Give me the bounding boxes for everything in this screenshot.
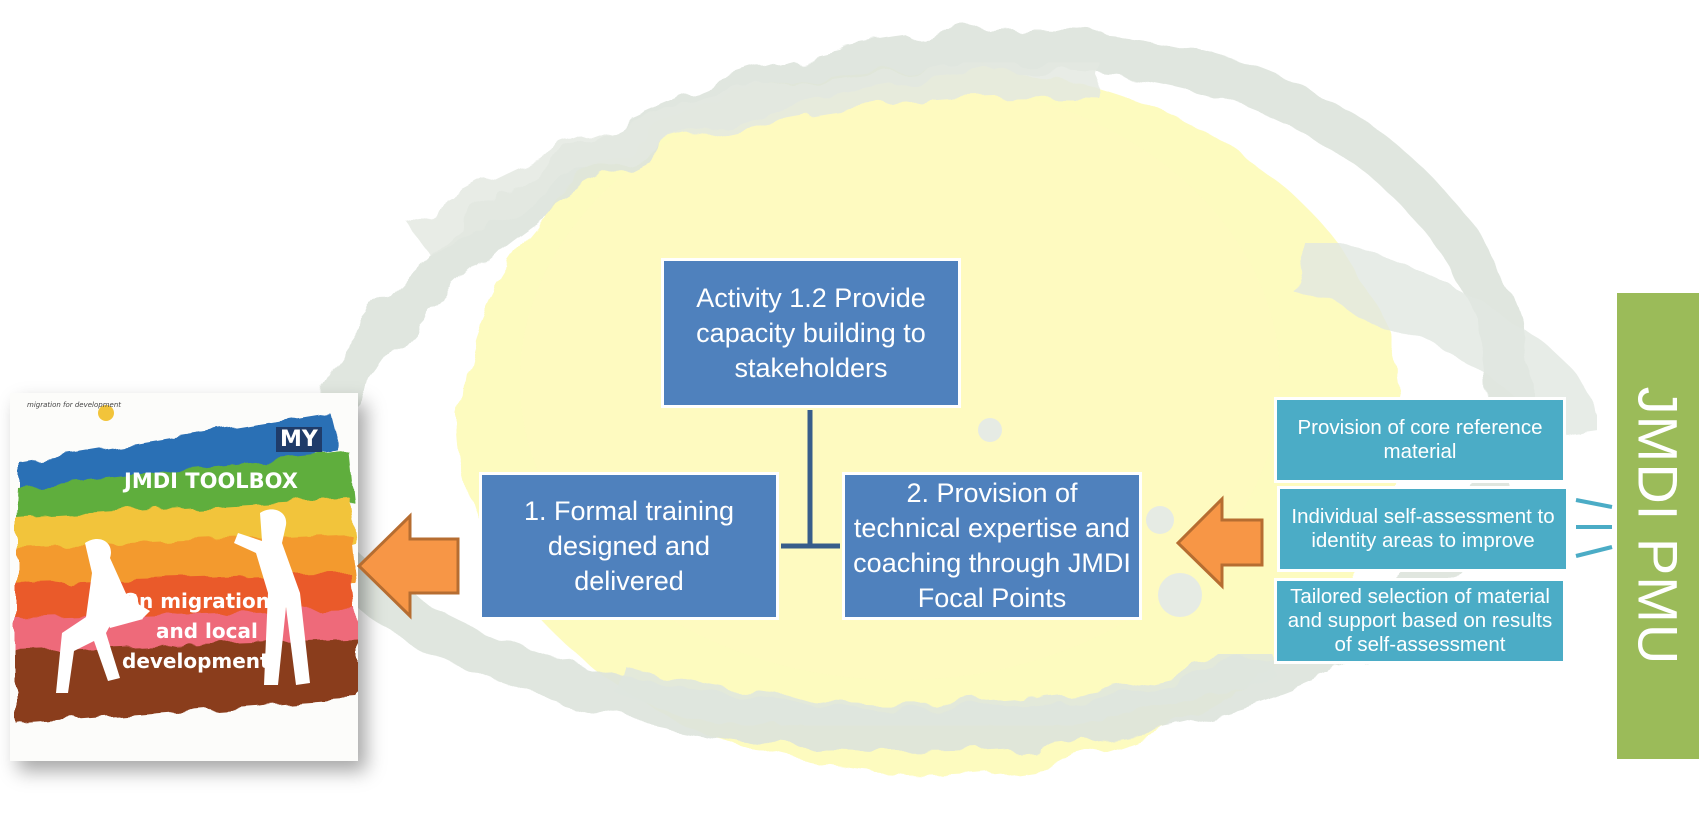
formal-training-box: 1. Formal training designed and delivere… — [479, 472, 779, 620]
book-cover-artwork — [10, 393, 358, 761]
book-title: JMDI TOOLBOX — [124, 469, 298, 493]
book-subtitle-line-2: and local — [156, 619, 258, 643]
support-item-self-assessment: Individual self-assessment to identity a… — [1277, 486, 1569, 572]
book-subtitle-line-1: On migration — [122, 589, 270, 613]
book-publisher-label: migration for development — [27, 401, 122, 409]
activity-box: Activity 1.2 Provide capacity building t… — [661, 258, 961, 408]
book-title-prefix: MY — [276, 427, 322, 452]
toolbox-book-cover: migration for development MY JMDI TOOLBO… — [10, 393, 358, 761]
support-item-tailored-selection: Tailored selection of material and suppo… — [1274, 578, 1566, 664]
book-subtitle-line-3: development — [122, 649, 270, 673]
pmu-side-label: JMDI PMU — [1626, 386, 1690, 666]
support-item-reference-material: Provision of core reference material — [1274, 397, 1566, 483]
pmu-side-bar — [1617, 293, 1699, 759]
technical-coaching-box: 2. Provision of technical expertise and … — [842, 472, 1142, 620]
